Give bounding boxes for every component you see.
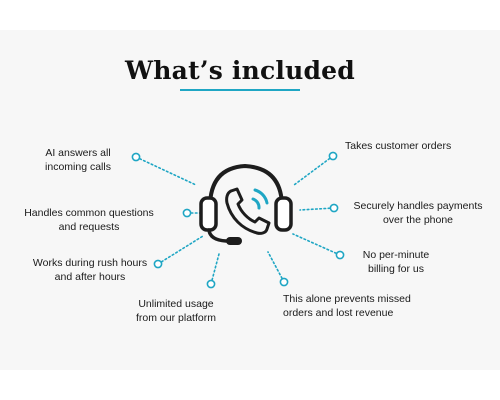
right-ear-cup	[274, 196, 293, 232]
mic-tip	[226, 237, 242, 245]
feature-line: and after hours	[54, 271, 126, 283]
connector-unlimited-usage	[210, 253, 220, 285]
feature-prevents-missed: This alone prevents missed orders and los…	[283, 292, 421, 320]
connector-secure-payments	[299, 207, 335, 211]
feature-line: incoming calls	[45, 161, 111, 173]
node-dot-prevents-missed	[279, 277, 289, 287]
connector-rush-hours	[157, 235, 204, 265]
feature-line: This alone prevents missed	[283, 293, 411, 305]
feature-line: from our platform	[136, 312, 216, 324]
feature-line: Works during rush hours	[32, 257, 148, 269]
page-title: What’s included	[125, 56, 355, 85]
feature-line: and requests	[58, 221, 120, 233]
signal-wave-large	[253, 188, 269, 205]
headband-arc	[208, 163, 284, 209]
connector-ai-answers	[135, 156, 197, 186]
node-dot-unlimited-usage	[206, 279, 216, 289]
node-dot-rush-hours	[153, 259, 163, 269]
feature-rush-hours: Works during rush hours and after hours	[30, 256, 150, 284]
feature-line: billing for us	[367, 263, 425, 275]
feature-line: Handles common questions	[24, 207, 154, 219]
feature-line: Securely handles payments	[353, 200, 483, 212]
connector-lines	[131, 151, 345, 289]
background-panel	[0, 30, 500, 370]
node-dot-common-questions	[182, 208, 192, 218]
title-underline	[180, 89, 300, 91]
feature-line: orders and lost revenue	[283, 307, 394, 319]
feature-line: Takes customer orders	[345, 140, 452, 152]
connector-prevents-missed	[267, 251, 285, 283]
mic-boom	[207, 228, 228, 243]
headset-phone-icon	[199, 163, 293, 245]
node-dot-ai-answers	[131, 152, 141, 162]
connector-customer-orders	[293, 155, 334, 186]
node-dot-secure-payments	[329, 203, 339, 213]
signal-wave-small	[251, 197, 261, 210]
feature-customer-orders: Takes customer orders	[345, 139, 465, 153]
feature-unlimited-usage: Unlimited usage from our platform	[128, 297, 224, 325]
feature-line: over the phone	[382, 214, 454, 226]
feature-secure-payments: Securely handles payments over the phone	[348, 199, 488, 227]
feature-line: AI answers all	[45, 147, 111, 159]
feature-line: No per-minute	[362, 249, 430, 261]
connector-no-per-minute	[292, 233, 341, 256]
feature-line: Unlimited usage	[138, 298, 214, 310]
feature-ai-answers: AI answers all incoming calls	[38, 146, 118, 174]
feature-common-questions: Handles common questions and requests	[9, 206, 169, 234]
node-dot-customer-orders	[328, 151, 338, 161]
left-ear-cup	[199, 196, 218, 232]
node-dot-no-per-minute	[335, 250, 345, 260]
phone-handset-icon	[225, 187, 271, 235]
feature-no-per-minute: No per-minute billing for us	[356, 248, 436, 276]
